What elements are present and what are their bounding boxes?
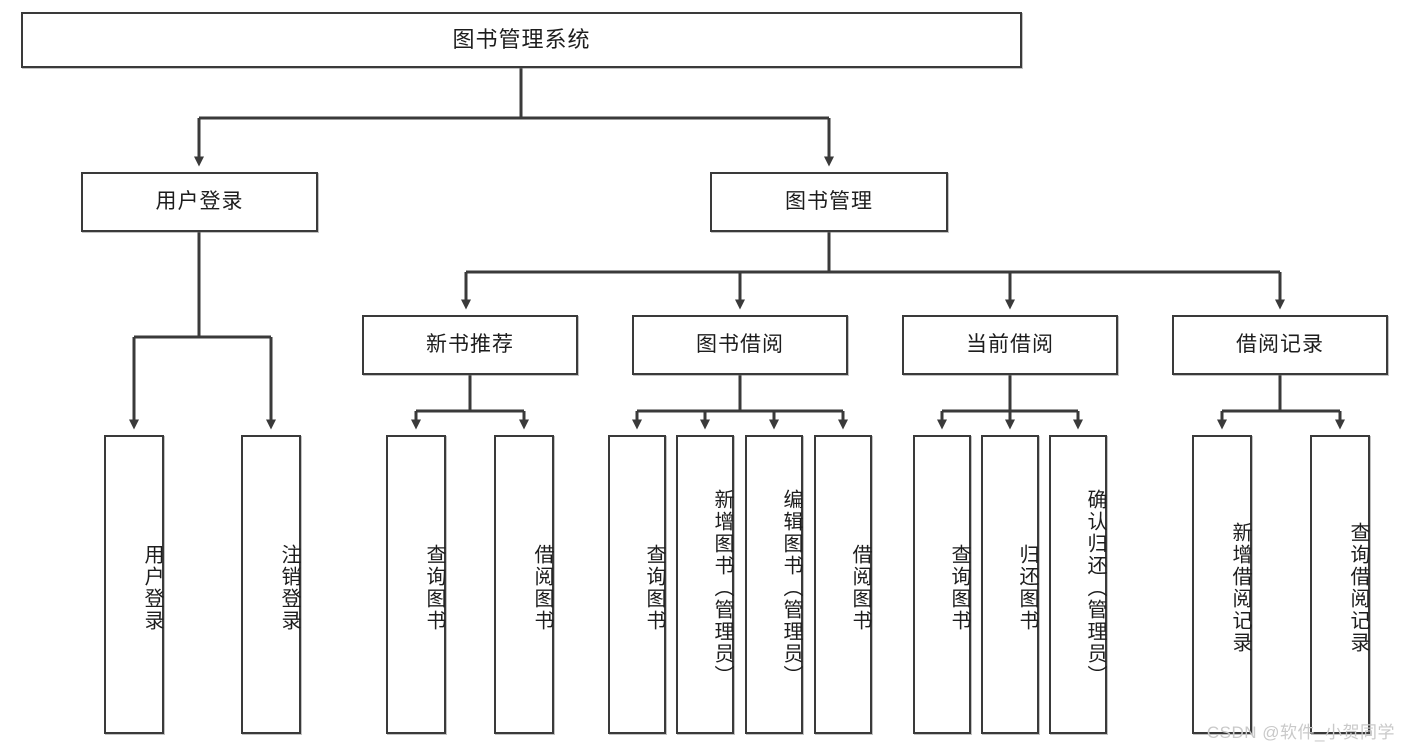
node-label: 新增借阅记录 <box>1229 521 1251 654</box>
leaf-user-login[interactable]: 用户登录 <box>104 435 164 734</box>
node-label: 图书借阅 <box>696 333 784 357</box>
leaf-borrow-book-recommendation[interactable]: 借阅图书 <box>494 435 554 734</box>
node-user-login[interactable]: 用户登录 <box>81 172 318 232</box>
node-label: 用户登录 <box>141 543 163 632</box>
leaf-add-borrow-record[interactable]: 新增借阅记录 <box>1192 435 1252 734</box>
node-label: 借阅图书 <box>849 543 871 632</box>
node-label: 用户登录 <box>155 190 244 214</box>
node-root-system[interactable]: 图书管理系统 <box>21 12 1022 68</box>
leaf-edit-book-admin[interactable]: 编辑图书（管理员） <box>745 435 803 734</box>
node-book-management[interactable]: 图书管理 <box>710 172 948 232</box>
node-label: 当前借阅 <box>966 333 1054 357</box>
leaf-query-borrow-record[interactable]: 查询借阅记录 <box>1310 435 1370 734</box>
leaf-query-book-recommendation[interactable]: 查询图书 <box>386 435 446 734</box>
node-label: 图书管理系统 <box>452 26 591 52</box>
node-label: 图书管理 <box>785 190 873 214</box>
node-label: 新书推荐 <box>426 333 514 357</box>
node-borrow-records[interactable]: 借阅记录 <box>1172 315 1388 375</box>
node-label: 查询图书 <box>643 543 665 632</box>
node-label: 查询图书 <box>423 543 445 632</box>
leaf-add-book-admin[interactable]: 新增图书（管理员） <box>676 435 734 734</box>
watermark-text: CSDN @软件_小贺同学 <box>1206 723 1395 742</box>
node-label: 借阅图书 <box>531 543 553 632</box>
node-label: 借阅记录 <box>1236 333 1324 357</box>
leaf-query-book-borrowing[interactable]: 查询图书 <box>608 435 666 734</box>
leaf-confirm-return-admin[interactable]: 确认归还（管理员） <box>1049 435 1107 734</box>
node-label: 新增图书（管理员） <box>711 488 733 687</box>
node-label: 确认归还（管理员） <box>1084 488 1106 687</box>
node-label: 查询借阅记录 <box>1347 521 1369 654</box>
leaf-borrow-book-borrowing[interactable]: 借阅图书 <box>814 435 872 734</box>
node-label: 注销登录 <box>278 543 300 632</box>
node-label: 归还图书 <box>1016 543 1038 632</box>
node-current-borrowing[interactable]: 当前借阅 <box>902 315 1118 375</box>
node-book-borrowing[interactable]: 图书借阅 <box>632 315 848 375</box>
node-label: 编辑图书（管理员） <box>780 488 802 687</box>
node-label: 查询图书 <box>948 543 970 632</box>
node-new-book-recommendation[interactable]: 新书推荐 <box>362 315 578 375</box>
leaf-return-book[interactable]: 归还图书 <box>981 435 1039 734</box>
leaf-logout[interactable]: 注销登录 <box>241 435 301 734</box>
leaf-query-book-current[interactable]: 查询图书 <box>913 435 971 734</box>
